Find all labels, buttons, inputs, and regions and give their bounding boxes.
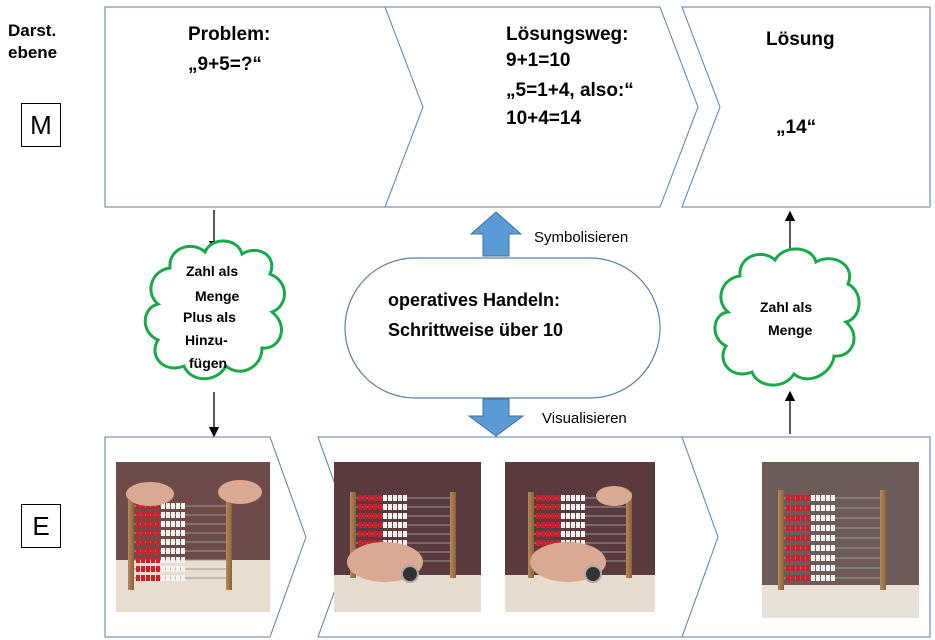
solution-path-step-1: 9+1=10 (506, 50, 570, 71)
left-cloud-line-4: Hinzu- (185, 332, 228, 348)
problem-title: Problem: (188, 24, 270, 45)
header-line-2: ebene (8, 43, 58, 62)
abacus-photo-4 (762, 462, 919, 618)
solution-path-title: Lösungsweg: (506, 24, 628, 45)
solution-path-step-3: 10+4=14 (506, 108, 581, 129)
level-e-box: E (21, 504, 61, 548)
solution-chevron (681, 6, 931, 208)
right-cloud-line-1: Zahl als (760, 299, 812, 315)
problem-equation: „9+5=?“ (188, 54, 262, 75)
left-cloud: Zahl als Menge Plus als Hinzu- fügen (143, 239, 286, 381)
right-cloud: Zahl als Menge (713, 247, 861, 387)
solution-title: Lösung (766, 29, 835, 50)
abacus-photo-1 (116, 462, 270, 612)
solution-value: „14“ (776, 117, 816, 138)
header-line-1: Darst. (8, 21, 57, 40)
left-cloud-line-2: Menge (195, 288, 240, 304)
visualize-down-arrow (467, 398, 525, 437)
abacus-photo-3 (505, 462, 655, 612)
problem-chevron (104, 6, 443, 208)
center-line-2: Schrittweise über 10 (388, 320, 563, 340)
symbolize-label: Symbolisieren (534, 229, 628, 246)
left-cloud-line-3: Plus als (183, 309, 236, 325)
abacus-photo-2 (334, 462, 481, 612)
left-cloud-line-5: fügen (189, 355, 227, 371)
level-m-box: M (21, 103, 61, 147)
center-line-1: operatives Handeln: (388, 290, 560, 310)
left-cloud-line-1: Zahl als (186, 263, 238, 279)
right-cloud-line-2: Menge (768, 322, 813, 338)
solution-path-step-2: „5=1+4, also:“ (506, 80, 634, 101)
symbolize-up-arrow (469, 211, 523, 257)
representation-level-header: Darst. ebene (8, 20, 57, 64)
solution-path-chevron (384, 6, 699, 208)
visualize-label: Visualisieren (542, 410, 627, 427)
center-operative-box (344, 257, 661, 399)
